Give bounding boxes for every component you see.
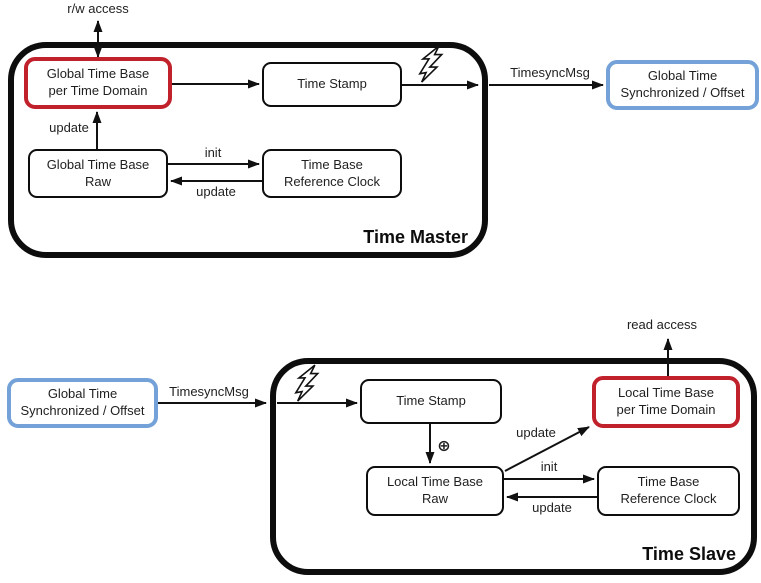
node-slave-time-base-reference-clock: Time Base Reference Clock xyxy=(597,466,740,516)
slave-update-clock-label: update xyxy=(532,500,572,515)
read-access-label: read access xyxy=(626,317,698,332)
time-slave-title: Time Slave xyxy=(642,544,736,564)
node-slave-global-time-synchronized-offset: Global Time Synchronized / Offset xyxy=(7,378,158,428)
slave-update-label: update xyxy=(516,425,556,440)
node-label: Time Base xyxy=(301,156,363,172)
node-label: Local Time Base xyxy=(386,474,484,490)
slave-init-label: init xyxy=(540,459,558,474)
node-master-time-base-reference-clock: Time Base Reference Clock xyxy=(262,149,402,198)
node-global-time-base-raw: Global Time Base Raw xyxy=(28,149,168,198)
node-label: Raw xyxy=(84,173,111,189)
node-label: Time Stamp xyxy=(396,393,466,409)
node-label: Synchronized / Offset xyxy=(20,403,145,418)
node-label: Global Time Base xyxy=(46,156,150,172)
node-label: Time Base xyxy=(637,474,700,490)
lightning-icon xyxy=(418,45,444,83)
master-timesync-msg-label: TimesyncMsg xyxy=(510,65,590,80)
node-local-time-base-raw: Local Time Base Raw xyxy=(366,466,504,516)
master-update-label: update xyxy=(49,120,89,135)
node-label: Reference Clock xyxy=(620,491,717,506)
node-slave-time-stamp: Time Stamp xyxy=(360,379,502,424)
arrow-slave-raw-to-domain xyxy=(504,426,590,472)
node-label: per Time Domain xyxy=(48,83,148,98)
node-label: Reference Clock xyxy=(283,173,381,189)
node-master-global-time-synchronized-offset: Global Time Synchronized / Offset xyxy=(606,60,759,110)
master-init-label: init xyxy=(204,145,222,160)
master-update-clock-label: update xyxy=(196,184,236,199)
node-local-time-base-per-time-domain: Local Time Base per Time Domain xyxy=(592,376,740,428)
node-label: Global Time xyxy=(47,386,118,402)
node-label: Time Stamp xyxy=(297,76,367,92)
node-label: Global Time Base xyxy=(46,66,150,82)
node-label: Raw xyxy=(421,491,448,506)
node-master-time-stamp: Time Stamp xyxy=(262,62,402,107)
lightning-icon xyxy=(294,364,320,402)
node-label: Global Time xyxy=(647,68,718,84)
time-master-title: Time Master xyxy=(363,227,468,247)
rw-access-label: r/w access xyxy=(67,1,129,16)
slave-timesync-msg-label: TimesyncMsg xyxy=(169,384,249,399)
node-label: Local Time Base xyxy=(617,385,715,401)
plus-operator-icon: ⊕ xyxy=(437,438,451,455)
node-label: Synchronized / Offset xyxy=(620,85,745,100)
node-label: per Time Domain xyxy=(616,402,716,417)
node-global-time-base-per-time-domain: Global Time Base per Time Domain xyxy=(24,57,172,109)
